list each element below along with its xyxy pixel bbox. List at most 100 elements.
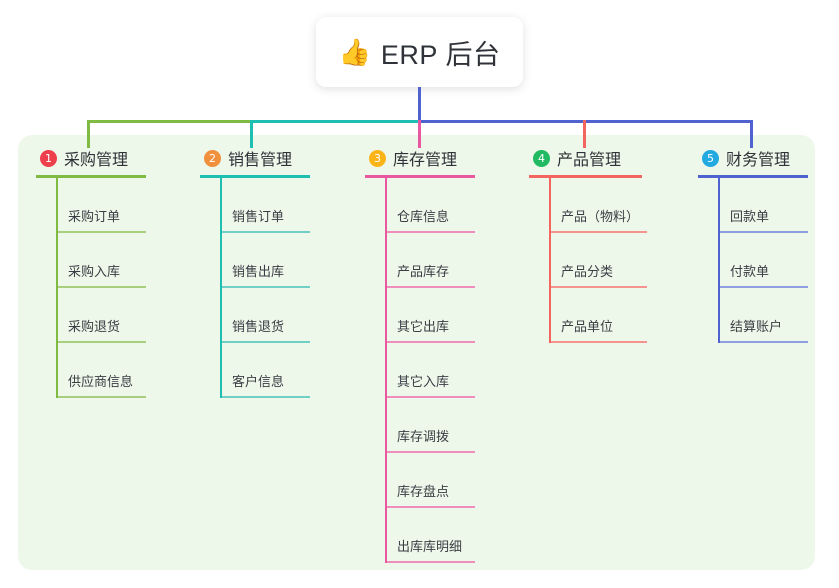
column-title-purchase: 采购管理: [64, 152, 129, 169]
leaf-item[interactable]: 产品（物料）: [551, 178, 647, 233]
leaf-underline: [58, 231, 146, 233]
leaf-item[interactable]: 采购订单: [58, 178, 146, 233]
leaf-label: 仓库信息: [397, 209, 450, 224]
leaf-item[interactable]: 仓库信息: [387, 178, 475, 233]
leaf-label: 产品单位: [561, 319, 614, 334]
leaf-item[interactable]: 销售订单: [222, 178, 310, 233]
column-rule-inventory: [365, 175, 475, 178]
leaf-underline: [387, 231, 475, 233]
column-rule-purchase: [36, 175, 146, 178]
leaf-underline: [720, 341, 808, 343]
bar-teal: [250, 120, 419, 123]
leaf-underline: [387, 396, 475, 398]
drop-product: [583, 120, 586, 148]
leaf-label: 采购订单: [68, 209, 121, 224]
column-rule-finance: [698, 175, 808, 178]
column-rule-sales: [200, 175, 310, 178]
leaf-item[interactable]: 客户信息: [222, 343, 310, 398]
column-purchase: 1 采购管理采购订单采购入库采购退货供应商信息: [36, 146, 146, 398]
leaf-item[interactable]: 库存盘点: [387, 453, 475, 508]
column-spine-inventory: [385, 178, 387, 563]
leaf-underline: [222, 341, 310, 343]
leaf-item[interactable]: 库存调拨: [387, 398, 475, 453]
leaf-item[interactable]: 产品库存: [387, 233, 475, 288]
drop-inventory: [418, 120, 421, 148]
bar-green: [87, 120, 251, 123]
leaf-item[interactable]: 其它入库: [387, 343, 475, 398]
leaf-label: 采购入库: [68, 264, 121, 279]
leaf-underline: [58, 341, 146, 343]
leaf-label: 销售出库: [232, 264, 285, 279]
leaf-underline: [387, 506, 475, 508]
leaf-item[interactable]: 回款单: [720, 178, 808, 233]
drop-purchase: [87, 120, 90, 148]
leaf-underline: [551, 341, 647, 343]
column-body-product: 产品（物料） 产品分类产品单位: [529, 178, 647, 343]
leaf-label: 产品分类: [561, 264, 614, 279]
leaf-underline: [551, 286, 647, 288]
leaf-underline: [222, 286, 310, 288]
column-inventory: 3 库存管理仓库信息产品库存其它出库其它入库库存调拨库存盘点出库库明细: [365, 146, 475, 563]
root-node-title: ERP 后台: [380, 39, 501, 70]
leaf-item[interactable]: 付款单: [720, 233, 808, 288]
leaf-label: 产品（物料）: [561, 209, 640, 224]
leaf-label: 采购退货: [68, 319, 121, 334]
column-body-sales: 销售订单销售出库销售退货客户信息: [200, 178, 310, 398]
thumbs-up-icon: 👍: [338, 37, 371, 67]
leaf-label: 产品库存: [397, 264, 450, 279]
leaf-item[interactable]: 其它出库: [387, 288, 475, 343]
column-sales: 2 销售管理销售订单销售出库销售退货客户信息: [200, 146, 310, 398]
column-rule-product: [529, 175, 642, 178]
column-badge-sales: 2: [204, 149, 221, 167]
leaf-item[interactable]: 采购入库: [58, 233, 146, 288]
column-header-inventory[interactable]: 3 库存管理: [365, 146, 475, 170]
leaf-label: 其它入库: [397, 374, 450, 389]
leaf-underline: [58, 396, 146, 398]
column-header-sales[interactable]: 2 销售管理: [200, 146, 310, 170]
leaf-underline: [720, 231, 808, 233]
leaf-label: 结算账户: [730, 319, 783, 334]
leaf-item[interactable]: 结算账户: [720, 288, 808, 343]
column-badge-inventory: 3: [369, 149, 386, 167]
leaf-item[interactable]: 销售退货: [222, 288, 310, 343]
column-body-purchase: 采购订单采购入库采购退货供应商信息: [36, 178, 146, 398]
column-body-inventory: 仓库信息产品库存其它出库其它入库库存调拨库存盘点出库库明细: [365, 178, 475, 563]
leaf-label: 销售订单: [232, 209, 285, 224]
leaf-label: 供应商信息: [68, 374, 134, 389]
column-title-inventory: 库存管理: [393, 152, 458, 169]
leaf-label: 付款单: [730, 264, 770, 279]
leaf-underline: [720, 286, 808, 288]
leaf-item[interactable]: 供应商信息: [58, 343, 146, 398]
root-stem: [418, 87, 421, 120]
leaf-label: 销售退货: [232, 319, 285, 334]
leaf-item[interactable]: 产品单位: [551, 288, 647, 343]
leaf-label: 回款单: [730, 209, 770, 224]
leaf-underline: [387, 286, 475, 288]
column-badge-finance: 5: [702, 149, 719, 167]
diagram-background-panel: [18, 135, 815, 570]
root-node-erp-backend[interactable]: 👍 ERP 后台: [316, 17, 523, 87]
leaf-label: 客户信息: [232, 374, 285, 389]
leaf-item[interactable]: 销售出库: [222, 233, 310, 288]
column-title-sales: 销售管理: [228, 152, 293, 169]
leaf-underline: [222, 396, 310, 398]
leaf-underline: [222, 231, 310, 233]
leaf-label: 库存盘点: [397, 484, 450, 499]
leaf-label: 库存调拨: [397, 429, 450, 444]
leaf-underline: [58, 286, 146, 288]
column-header-purchase[interactable]: 1 采购管理: [36, 146, 146, 170]
column-spine-purchase: [56, 178, 58, 398]
leaf-item[interactable]: 出库库明细: [387, 508, 475, 563]
leaf-label: 其它出库: [397, 319, 450, 334]
leaf-item[interactable]: 采购退货: [58, 288, 146, 343]
column-badge-purchase: 1: [40, 149, 57, 167]
leaf-underline: [387, 341, 475, 343]
column-spine-product: [549, 178, 551, 343]
column-title-product: 产品管理: [557, 152, 622, 169]
leaf-item[interactable]: 产品分类: [551, 233, 647, 288]
leaf-underline: [387, 561, 475, 563]
